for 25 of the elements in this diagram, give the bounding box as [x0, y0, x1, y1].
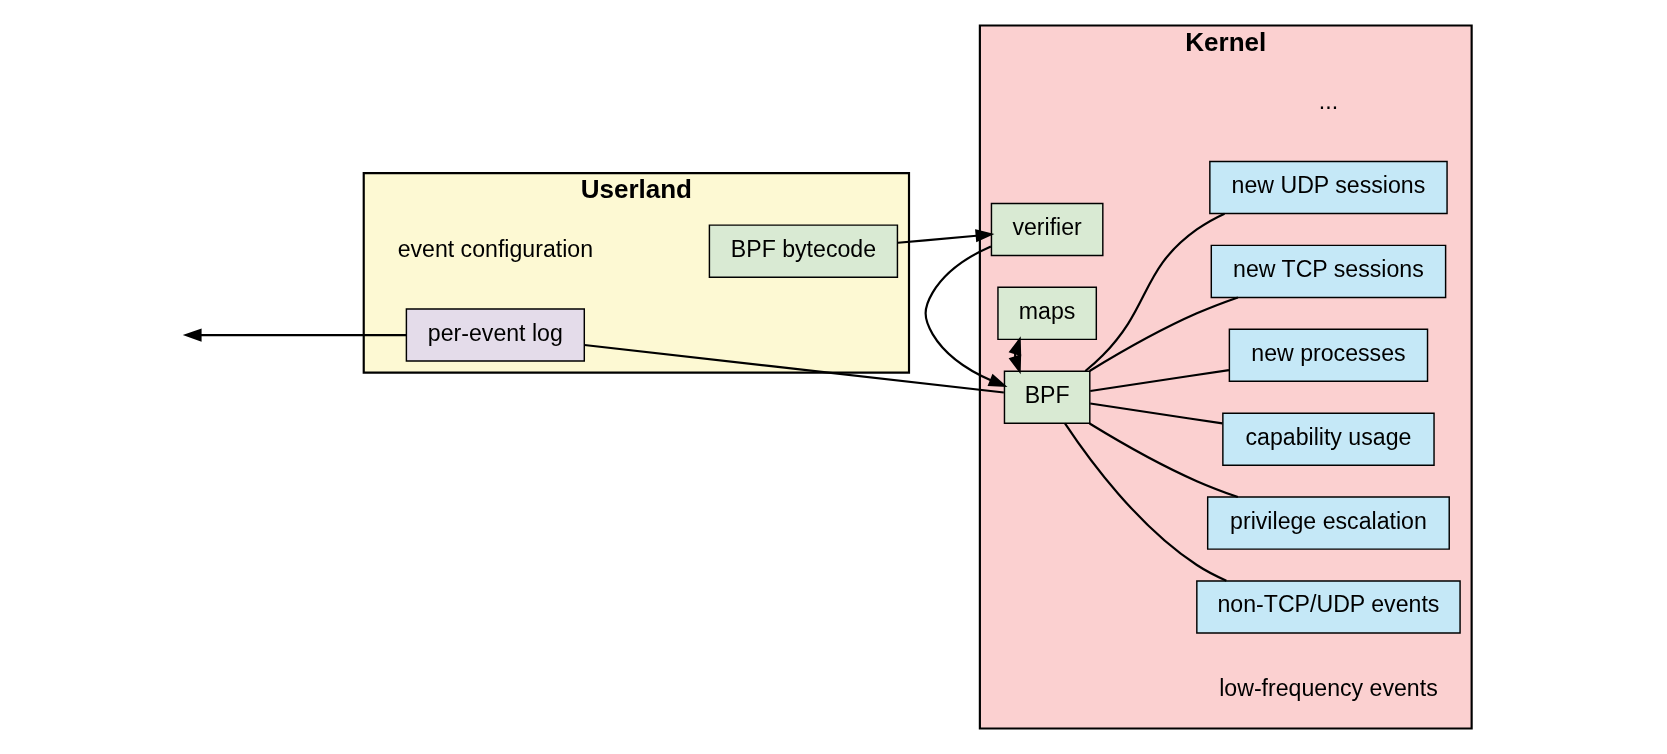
label: low-frequency events [1218, 675, 1438, 702]
node-box: new processes [1228, 328, 1428, 383]
node-box: privilege escalation [1206, 496, 1450, 550]
connector [1084, 212, 1225, 372]
connector [583, 343, 1004, 394]
connector [1089, 402, 1223, 425]
node-box: BPF bytecode [708, 224, 898, 278]
label: event configuration [397, 235, 593, 262]
node-box: new UDP sessions [1208, 160, 1448, 215]
arrow [924, 245, 1007, 387]
node-box: per-event log [405, 308, 585, 362]
node-box: capability usage [1221, 412, 1435, 466]
connector [1088, 296, 1238, 372]
node-box: new TCP sessions [1210, 244, 1446, 299]
connector [1089, 369, 1229, 393]
label: ... [1318, 88, 1338, 115]
arrow [897, 229, 994, 244]
node-box: verifier [990, 202, 1104, 257]
node-box: maps [996, 286, 1097, 341]
arrow [182, 328, 406, 342]
node-box: BPF [1003, 370, 1091, 424]
connector [1088, 422, 1238, 499]
node-box: non-TCP/UDP events [1195, 580, 1461, 634]
arrow [1008, 336, 1021, 375]
connector [1063, 422, 1227, 582]
